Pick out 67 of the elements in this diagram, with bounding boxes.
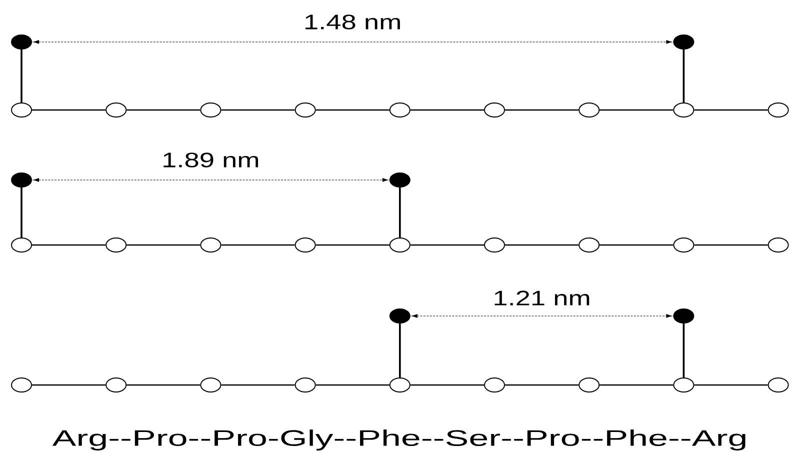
side-chain-dot — [673, 34, 694, 50]
dimension-label: 1.48 nm — [306, 14, 400, 30]
backbone-circle — [106, 378, 127, 392]
dimension-label: 1.89 nm — [164, 152, 258, 168]
backbone-line — [694, 244, 768, 246]
backbone-line — [221, 384, 295, 386]
backbone-circle — [11, 378, 32, 392]
backbone-circle — [294, 102, 316, 118]
backbone-circle — [389, 238, 410, 252]
backbone-circle — [294, 378, 316, 392]
backbone-circle — [11, 102, 32, 118]
backbone-line — [694, 384, 768, 386]
backbone-circle — [11, 238, 32, 252]
backbone-circle — [389, 102, 410, 118]
backbone-circle — [768, 102, 789, 118]
backbone-line — [32, 384, 106, 386]
backbone-line — [694, 109, 768, 111]
backbone-line — [600, 384, 674, 386]
backbone-circle — [578, 378, 600, 392]
backbone-circle — [768, 238, 789, 252]
backbone-circle — [484, 378, 505, 392]
backbone-line — [126, 384, 200, 386]
side-chain-stick — [399, 188, 401, 238]
side-chain-stick — [399, 324, 401, 378]
backbone-line — [316, 384, 390, 386]
backbone-circle — [673, 238, 694, 252]
backbone-line — [505, 384, 579, 386]
backbone-line — [126, 244, 200, 246]
side-chain-dot — [673, 308, 694, 324]
side-chain-dot — [389, 172, 410, 188]
backbone-circle — [200, 238, 222, 252]
backbone-circle — [294, 238, 316, 252]
side-chain-stick — [20, 50, 22, 102]
backbone-line — [126, 109, 200, 111]
backbone-line — [32, 244, 106, 246]
backbone-circle — [484, 238, 505, 252]
backbone-circle — [200, 102, 222, 118]
dimension-label: 1.21 nm — [494, 290, 590, 306]
backbone-circle — [673, 378, 694, 392]
backbone-line — [316, 244, 390, 246]
backbone-circle — [578, 238, 600, 252]
backbone-circle — [106, 238, 127, 252]
side-chain-dot — [389, 308, 410, 324]
backbone-line — [600, 244, 674, 246]
backbone-circle — [578, 102, 600, 118]
side-chain-stick — [20, 188, 22, 238]
side-chain-stick — [682, 50, 685, 102]
backbone-line — [410, 244, 484, 246]
backbone-line — [600, 109, 674, 111]
sequence-label: Arg--Pro--Pro-Gly--Phe--Ser--Pro--Phe--Arg — [52, 430, 746, 450]
backbone-line — [410, 109, 484, 111]
backbone-line — [505, 244, 579, 246]
backbone-circle — [673, 102, 694, 118]
backbone-line — [316, 109, 390, 111]
backbone-circle — [484, 102, 505, 118]
side-chain-stick — [682, 324, 685, 378]
backbone-circle — [200, 378, 222, 392]
backbone-line — [221, 109, 295, 111]
backbone-line — [505, 109, 579, 111]
backbone-circle — [768, 378, 789, 392]
side-chain-dot — [11, 172, 32, 188]
backbone-circle — [389, 378, 410, 392]
side-chain-dot — [11, 34, 32, 50]
backbone-line — [410, 384, 484, 386]
backbone-circle — [106, 102, 127, 118]
backbone-line — [221, 244, 295, 246]
backbone-line — [32, 109, 106, 111]
